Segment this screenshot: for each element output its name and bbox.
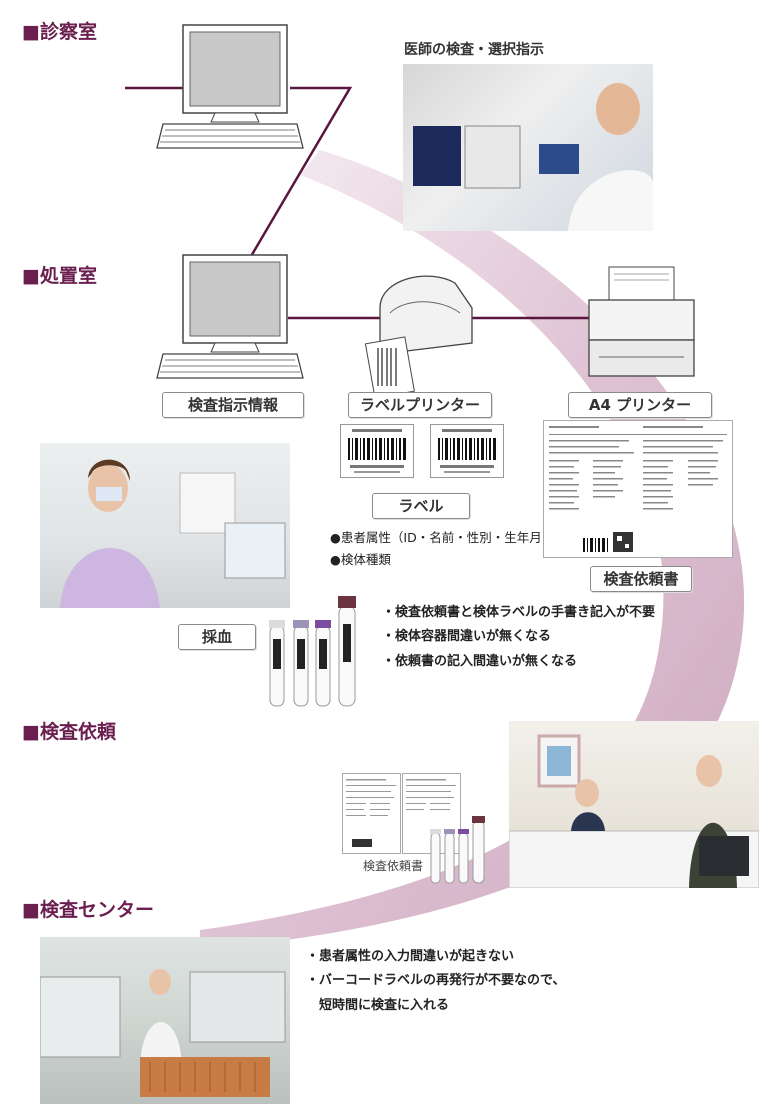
section-title-kensa-center: ■検査センター bbox=[22, 899, 154, 921]
reception-photo bbox=[509, 721, 759, 888]
benefit-center: ・患者属性の入力間違いが起きない bbox=[306, 949, 515, 964]
request-form-small-caption: 検査依頼書 bbox=[363, 859, 424, 873]
label-printer-icon bbox=[364, 275, 473, 398]
label-printer-label: ラベルプリンター bbox=[348, 392, 492, 418]
computer-icon bbox=[156, 254, 304, 379]
barcode-label-icon bbox=[430, 424, 504, 478]
barcode-label-icon bbox=[340, 424, 414, 478]
request-form-label: 検査依頼書 bbox=[590, 566, 692, 592]
section-title-kensa-irai: ■検査依頼 bbox=[22, 721, 116, 743]
section-title-shinsatsu: ■診察室 bbox=[22, 21, 97, 43]
computer-icon bbox=[156, 24, 304, 149]
label-note: ●患者属性（ID・名前・性別・生年月日） bbox=[330, 530, 567, 545]
request-form-icon bbox=[543, 420, 733, 558]
label-note: ●検体種類 bbox=[330, 552, 391, 567]
section-title-shochi: ■処置室 bbox=[22, 265, 97, 287]
benefit-center: ・バーコードラベルの再発行が不要なので、 bbox=[306, 973, 566, 988]
benefit-shochi: ・依頼書の記入間違いが無くなる bbox=[382, 654, 578, 669]
nurse-photo bbox=[40, 443, 290, 608]
label-caption-box: ラベル bbox=[372, 493, 470, 519]
a4-printer-icon bbox=[588, 266, 695, 377]
order-info-label: 検査指示情報 bbox=[162, 392, 304, 418]
sample-tubes-icon bbox=[269, 596, 356, 707]
doctor-photo bbox=[403, 64, 653, 231]
doctor-caption: 医師の検査・選択指示 bbox=[404, 42, 544, 58]
benefit-shochi: ・検体容器間違いが無くなる bbox=[382, 629, 552, 644]
a4-printer-label: A4 プリンター bbox=[568, 392, 712, 418]
blood-label: 採血 bbox=[178, 624, 256, 650]
lab-center-photo bbox=[40, 937, 290, 1104]
benefit-center: 短時間に検査に入れる bbox=[306, 998, 450, 1013]
benefit-shochi: ・検査依頼書と検体ラベルの手書き記入が不要 bbox=[382, 605, 656, 620]
sample-tubes-small-icon bbox=[430, 816, 485, 884]
